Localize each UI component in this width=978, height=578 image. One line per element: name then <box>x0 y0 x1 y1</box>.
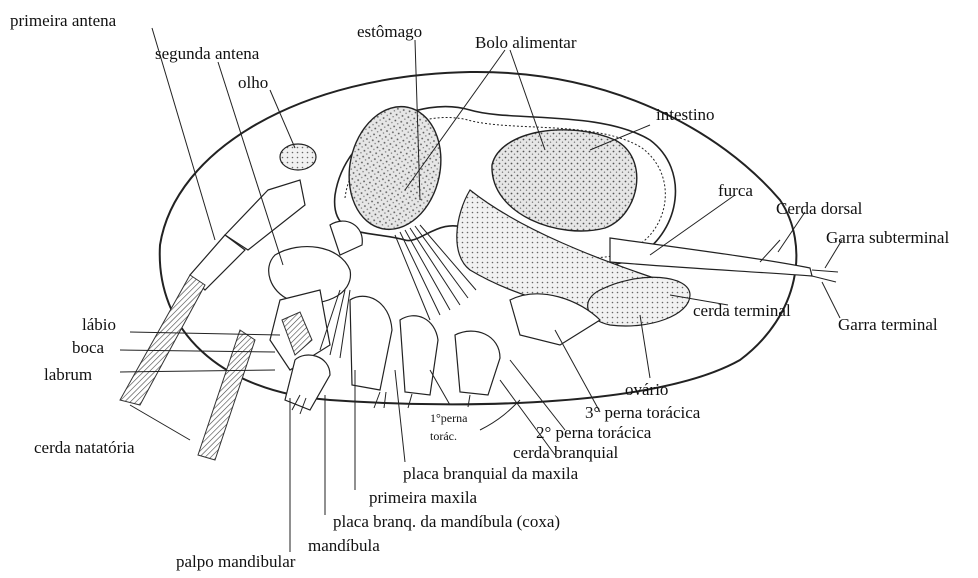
label-garra-terminal: Garra terminal <box>838 316 938 334</box>
label-intestino: intestino <box>656 106 715 124</box>
label-boca: boca <box>72 339 104 357</box>
label-placa-branquial-maxila: placa branquial da maxila <box>403 465 578 483</box>
label-estomago: estômago <box>357 23 422 41</box>
label-cerda-branquial: cerda branquial <box>513 444 618 462</box>
label-segunda-perna-toracica: 2° perna torácica <box>536 424 651 442</box>
label-primeira-maxila: primeira maxila <box>369 489 477 507</box>
thoracic-leg-2 <box>455 331 500 395</box>
swimming-setae-2 <box>198 330 255 460</box>
eye <box>280 144 316 170</box>
label-mandibula: mandíbula <box>308 537 380 555</box>
stomach-bolus <box>338 98 452 238</box>
maxilla <box>350 296 392 390</box>
thoracic-leg-1 <box>400 316 438 395</box>
intestine-bolus <box>492 130 637 231</box>
label-garra-subterminal: Garra subterminal <box>826 229 949 247</box>
label-primeira-antena: primeira antena <box>10 12 116 30</box>
label-ovario: ovário <box>625 381 668 399</box>
label-primeira-perna-toracica-1: 1°perna <box>430 412 467 425</box>
label-labrum: labrum <box>44 366 92 384</box>
first-antenna <box>225 180 305 250</box>
label-segunda-antena: segunda antena <box>155 45 259 63</box>
swimming-setae-1 <box>120 275 205 405</box>
label-olho: olho <box>238 74 268 92</box>
label-labio: lábio <box>82 316 116 334</box>
label-primeira-perna-toracica-2: torác. <box>430 430 457 443</box>
label-palpo-mandibular: palpo mandibular <box>176 553 295 571</box>
label-cerda-natatoria: cerda natatória <box>34 439 135 457</box>
label-furca: furca <box>718 182 753 200</box>
furca <box>610 238 812 276</box>
claws <box>292 392 520 430</box>
label-placa-branq-mandibula: placa branq. da mandíbula (coxa) <box>333 513 560 531</box>
label-bolo-alimentar: Bolo alimentar <box>475 34 577 52</box>
label-cerda-dorsal: Cerda dorsal <box>776 200 862 218</box>
label-cerda-terminal: cerda terminal <box>693 302 791 320</box>
label-terceira-perna-toracica: 3° perna torácica <box>585 404 700 422</box>
